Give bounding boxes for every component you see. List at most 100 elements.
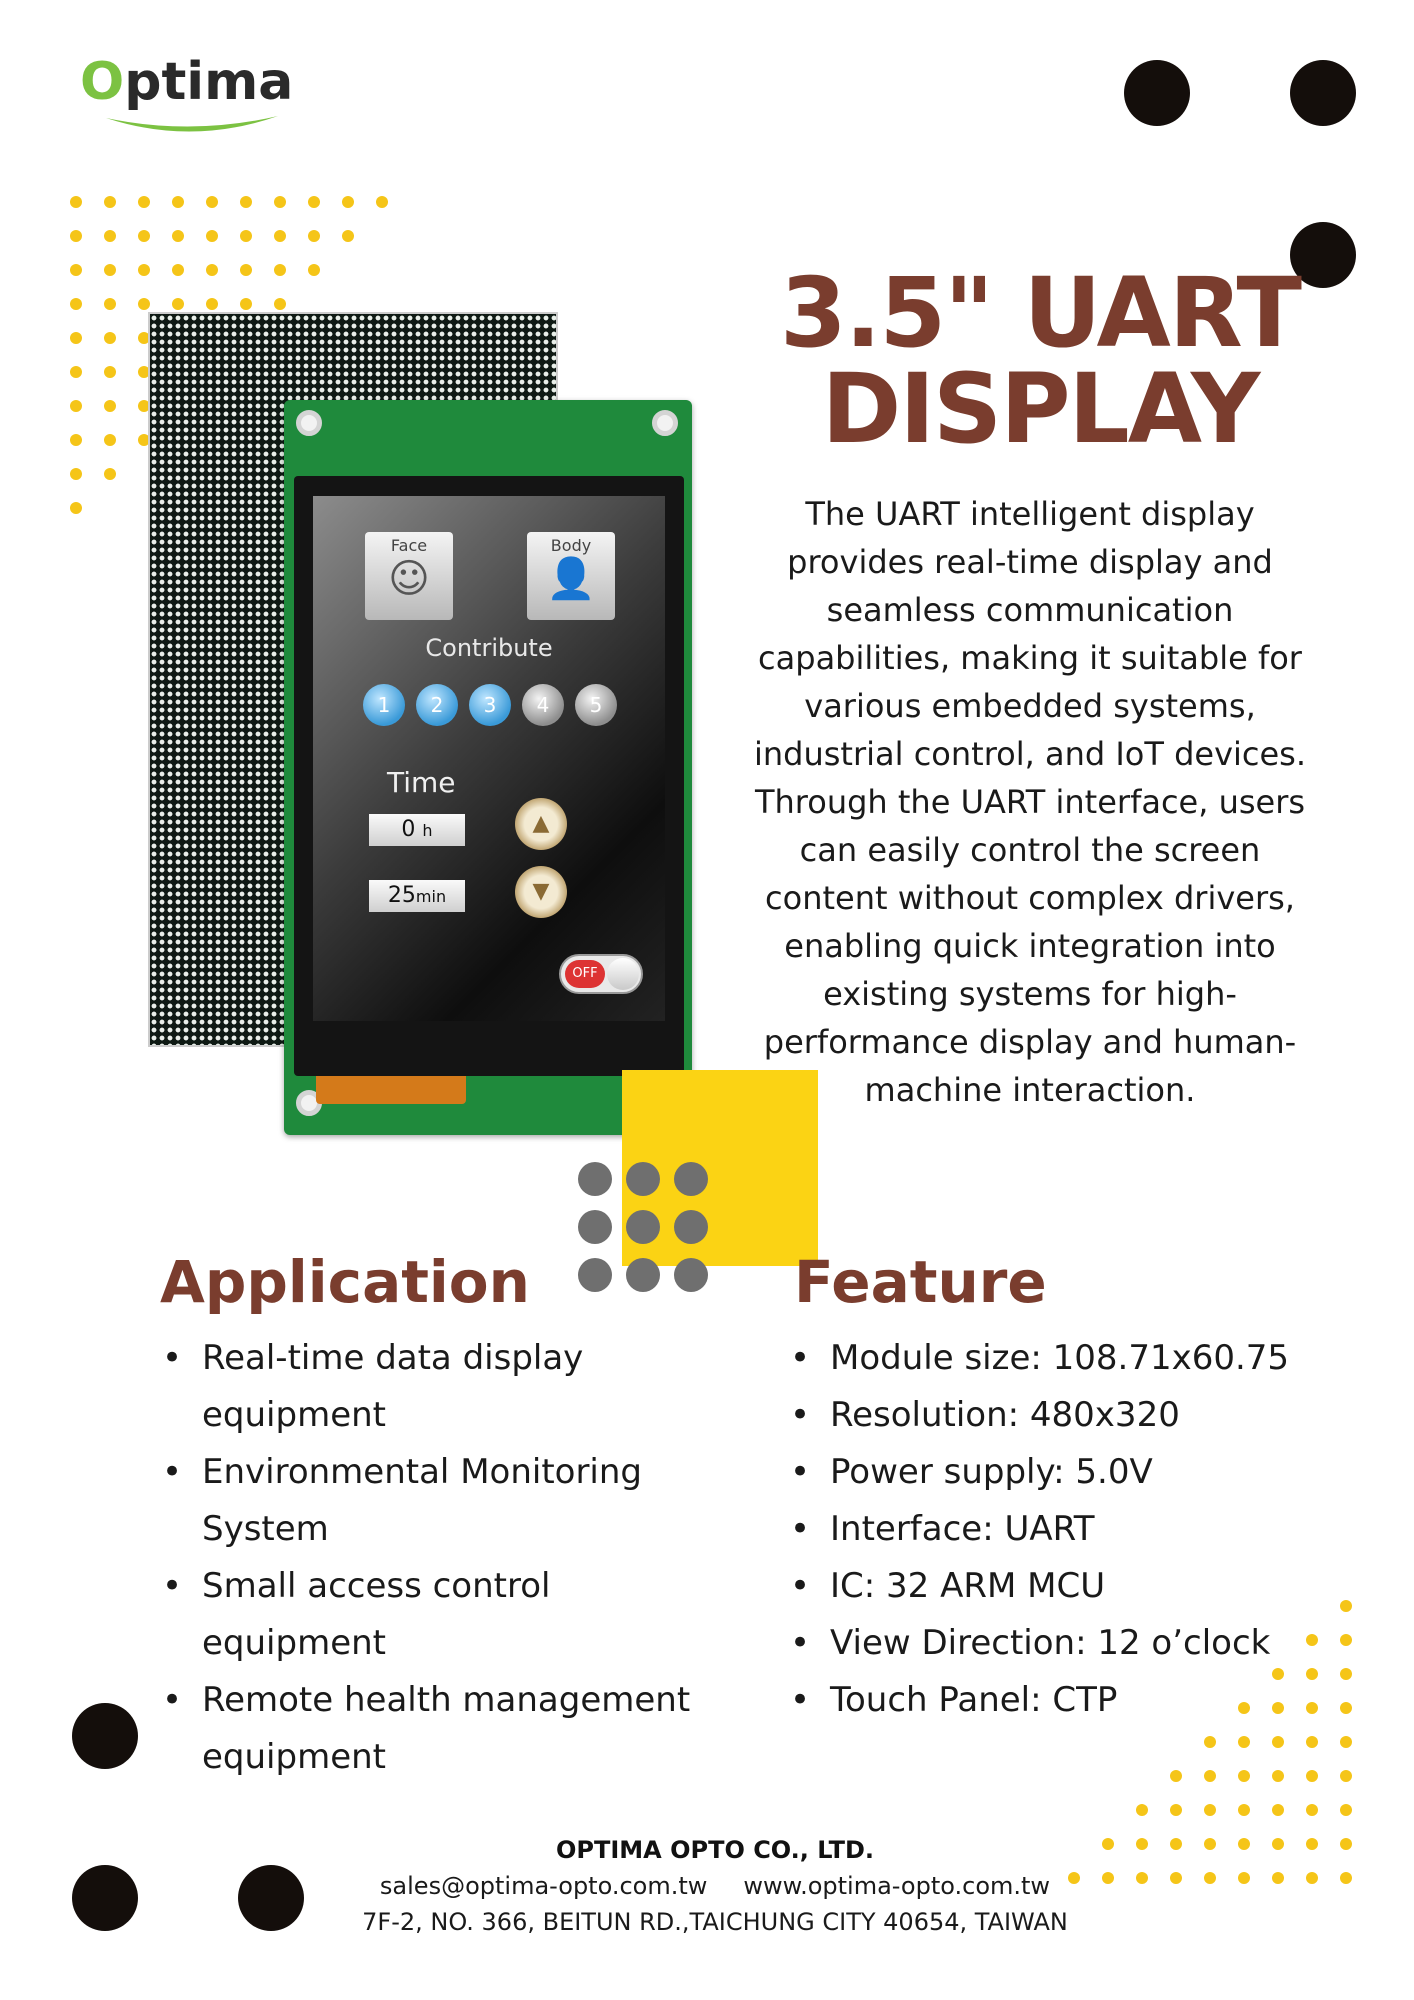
yellow-dot [138, 400, 150, 412]
gray-dot [674, 1210, 708, 1244]
step-circle: 5 [575, 684, 617, 726]
yellow-dot [342, 196, 354, 208]
yellow-dot [240, 298, 252, 310]
gray-dot [674, 1258, 708, 1292]
yellow-dot [70, 468, 82, 480]
yellow-dot [104, 332, 116, 344]
yellow-dot [206, 298, 218, 310]
minutes-display: 25min [369, 880, 465, 912]
list-item: Resolution: 480x320 [790, 1387, 1350, 1444]
list-item: Interface: UART [790, 1501, 1350, 1558]
minutes-value: 25 [387, 883, 416, 908]
yellow-dot [1170, 1872, 1182, 1884]
decor-dot [72, 1865, 138, 1931]
yellow-dot [274, 230, 286, 242]
step-circle: 2 [416, 684, 458, 726]
gray-dot [626, 1162, 660, 1196]
yellow-dot [1204, 1838, 1216, 1850]
yellow-dot [104, 400, 116, 412]
application-heading: Application [160, 1248, 530, 1316]
gray-dot [578, 1162, 612, 1196]
arrow-down-icon: ▼ [515, 866, 567, 918]
yellow-dot [1136, 1804, 1148, 1816]
yellow-dot [104, 230, 116, 242]
optima-logo: Optima [80, 52, 293, 112]
yellow-dot [1340, 1770, 1352, 1782]
yellow-dot [70, 502, 82, 514]
yellow-dot [1272, 1770, 1284, 1782]
mount-hole [652, 410, 678, 436]
email-link[interactable]: sales@optima-opto.com.tw [379, 1872, 708, 1900]
yellow-dot [1238, 1804, 1250, 1816]
body-button: Body 👤 [527, 532, 615, 620]
yellow-dot [1204, 1770, 1216, 1782]
yellow-dot [1136, 1872, 1148, 1884]
website-link[interactable]: www.optima-opto.com.tw [743, 1872, 1051, 1900]
product-description: The UART intelligent display provides re… [753, 495, 1307, 1109]
face-icon: ☺ [388, 556, 430, 602]
yellow-dot [308, 230, 320, 242]
title-line-2: DISPLAY [821, 353, 1261, 465]
company-name: OPTIMA OPTO CO., LTD. [555, 1836, 875, 1864]
yellow-dot [240, 196, 252, 208]
time-label: Time [387, 766, 456, 799]
yellow-dot [1340, 1804, 1352, 1816]
yellow-dot [70, 264, 82, 276]
step-circle: 3 [469, 684, 511, 726]
step-circle: 1 [363, 684, 405, 726]
yellow-dot [206, 264, 218, 276]
yellow-dot [138, 230, 150, 242]
list-item: View Direction: 12 o’clock [790, 1615, 1350, 1672]
yellow-dot [308, 264, 320, 276]
decor-dot [72, 1703, 138, 1769]
yellow-dot [138, 366, 150, 378]
yellow-dot [70, 196, 82, 208]
yellow-dot [1340, 1736, 1352, 1748]
yellow-dot [1102, 1872, 1114, 1884]
yellow-dot [104, 264, 116, 276]
contact-line: sales@optima-opto.com.tw www.optima-opto.… [330, 1872, 1100, 1900]
yellow-dot [1306, 1770, 1318, 1782]
page-title: 3.5" UART DISPLAY [760, 265, 1320, 457]
power-toggle: OFF [559, 954, 643, 994]
yellow-dot [1272, 1804, 1284, 1816]
contribute-label: Contribute [425, 634, 553, 662]
yellow-dot [1102, 1838, 1114, 1850]
yellow-dot [1306, 1838, 1318, 1850]
yellow-dot [70, 298, 82, 310]
yellow-dot [1136, 1838, 1148, 1850]
list-item: IC: 32 ARM MCU [790, 1558, 1350, 1615]
title-line-1: 3.5" UART [780, 257, 1302, 369]
yellow-dot [1068, 1872, 1080, 1884]
decor-dot [238, 1865, 304, 1931]
device-screen: Face ☺ Body 👤 Contribute 1 2 3 4 5 Time … [313, 496, 665, 1021]
yellow-dot [70, 434, 82, 446]
yellow-dot [138, 298, 150, 310]
toggle-knob [607, 958, 639, 990]
yellow-dot [1204, 1736, 1216, 1748]
yellow-dot [70, 366, 82, 378]
company-address: 7F-2, NO. 366, BEITUN RD.,TAICHUNG CITY … [362, 1908, 1068, 1936]
arrow-up-icon: ▲ [515, 798, 567, 850]
yellow-dot [70, 400, 82, 412]
person-icon: 👤 [546, 556, 596, 602]
face-button: Face ☺ [365, 532, 453, 620]
yellow-dot [1238, 1770, 1250, 1782]
face-label: Face [390, 536, 428, 555]
hours-unit: h [422, 821, 433, 840]
yellow-dot [1204, 1804, 1216, 1816]
decor-dot [1290, 60, 1356, 126]
yellow-dot [104, 196, 116, 208]
yellow-dot [104, 366, 116, 378]
yellow-dot [1170, 1838, 1182, 1850]
yellow-dot [172, 230, 184, 242]
yellow-dot [274, 298, 286, 310]
mount-hole [296, 410, 322, 436]
yellow-dot [1306, 1804, 1318, 1816]
yellow-dot [240, 230, 252, 242]
yellow-dot [70, 332, 82, 344]
yellow-dot [104, 298, 116, 310]
yellow-dot [1272, 1872, 1284, 1884]
step-circle: 4 [522, 684, 564, 726]
yellow-dot [1272, 1838, 1284, 1850]
